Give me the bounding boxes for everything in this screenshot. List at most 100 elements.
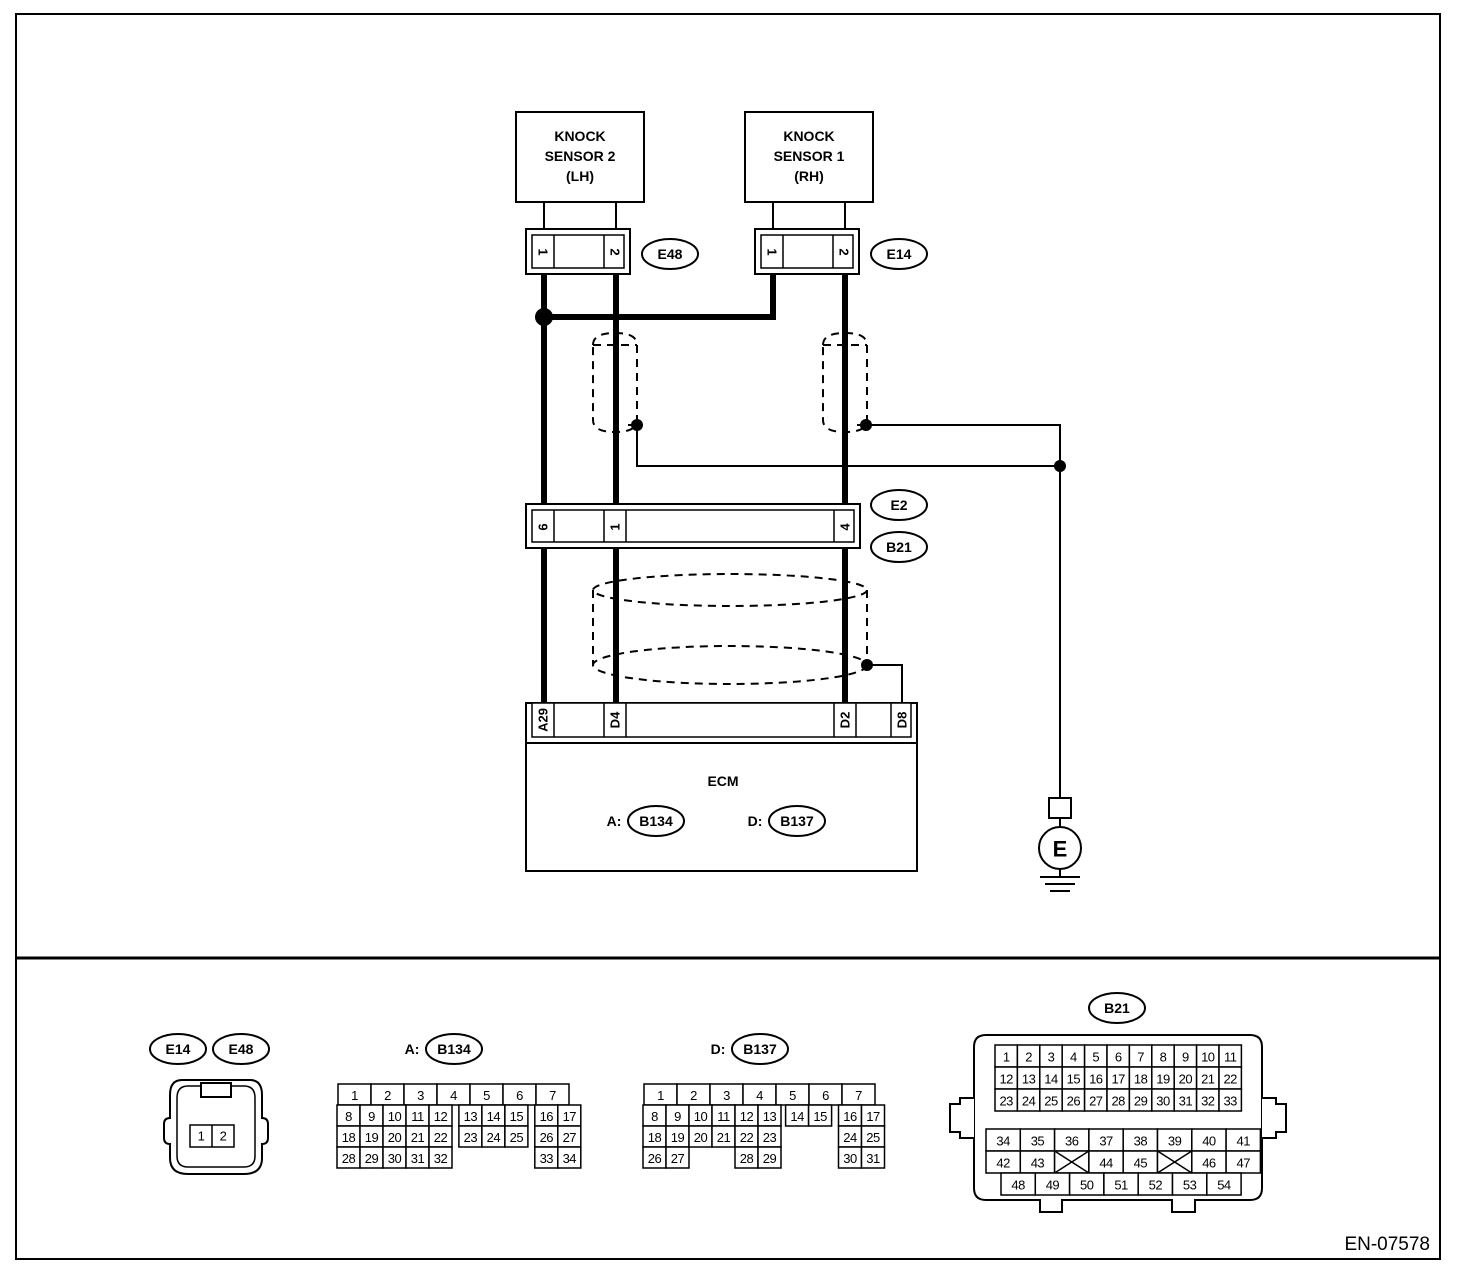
e14-face-pin-2: 2 bbox=[220, 1129, 227, 1144]
b21-pin-3: 3 bbox=[1048, 1050, 1055, 1065]
ecm-conn-a-prefix: A: bbox=[607, 813, 622, 829]
b137-pin-3: 3 bbox=[723, 1088, 730, 1103]
b21-pin-26: 26 bbox=[1067, 1094, 1081, 1109]
b137-pin-31-cell bbox=[860, 1146, 886, 1169]
shield-wire-1 bbox=[866, 424, 1061, 798]
ecm-title: ECM bbox=[707, 773, 738, 789]
b134-pin-17: 17 bbox=[563, 1109, 577, 1124]
b137-pin-31: 31 bbox=[866, 1151, 880, 1166]
b21-pin-1: 1 bbox=[1003, 1050, 1010, 1065]
b134-pin-21: 21 bbox=[411, 1130, 425, 1145]
connector-e2-b21[interactable]: 6 1 4 bbox=[525, 503, 861, 549]
b134-pin-13: 13 bbox=[464, 1109, 478, 1124]
junction-dot-bundle bbox=[861, 659, 873, 671]
b21-pin-38: 38 bbox=[1134, 1134, 1148, 1149]
e48-pin-2: 2 bbox=[608, 248, 623, 255]
b137-pin-9: 9 bbox=[674, 1109, 681, 1124]
b21-pin-16: 16 bbox=[1089, 1072, 1103, 1087]
b137-pin-29-cell bbox=[757, 1146, 782, 1169]
bottom-e14-label: E14 bbox=[166, 1041, 191, 1057]
ecm-pin-d2: D2 bbox=[838, 712, 853, 729]
ground-symbol: E bbox=[1038, 797, 1082, 892]
b134-pin-25-cell bbox=[504, 1125, 529, 1148]
b21-pin-47-cell bbox=[1225, 1150, 1262, 1174]
b21-pin-14: 14 bbox=[1044, 1072, 1058, 1087]
b21-pin-36: 36 bbox=[1065, 1134, 1079, 1149]
shield-bundle-top bbox=[592, 573, 868, 607]
b134-pin-2: 2 bbox=[384, 1088, 391, 1103]
b21-pin-32: 32 bbox=[1201, 1094, 1215, 1109]
b21-pin-15: 15 bbox=[1067, 1072, 1081, 1087]
b134-pin-34-cell bbox=[557, 1146, 582, 1169]
b134-label: B134 bbox=[437, 1041, 471, 1057]
b21-pin-7: 7 bbox=[1137, 1050, 1144, 1065]
b21-pin-27: 27 bbox=[1089, 1094, 1103, 1109]
b134-pin-33: 33 bbox=[540, 1151, 554, 1166]
b21-pin-5: 5 bbox=[1092, 1050, 1099, 1065]
b137-pin-2: 2 bbox=[690, 1088, 697, 1103]
b137-pin-27-cell bbox=[665, 1146, 690, 1169]
b134-pin-4: 4 bbox=[450, 1088, 457, 1103]
knock-sensor-2-box[interactable]: KNOCK SENSOR 2 (LH) bbox=[515, 111, 645, 203]
b21-pin-30: 30 bbox=[1156, 1094, 1170, 1109]
ecm-box[interactable]: A29 D4 D2 D8 ECM A: B134 D: B137 bbox=[525, 702, 918, 872]
b137-pin-21: 21 bbox=[717, 1130, 731, 1145]
shield-wire-ecm-d8 bbox=[867, 664, 903, 703]
b21-pin-54: 54 bbox=[1217, 1178, 1231, 1193]
b134-pin-26: 26 bbox=[540, 1130, 554, 1145]
b21-pin-25: 25 bbox=[1044, 1094, 1058, 1109]
b134-pin-16: 16 bbox=[540, 1109, 554, 1124]
b134-pin-7: 7 bbox=[549, 1088, 556, 1103]
e14-e48-face[interactable]: E14 E48 1 2 bbox=[149, 1033, 270, 1175]
e14-pin-1: 1 bbox=[765, 248, 780, 255]
b21-pin-51: 51 bbox=[1114, 1178, 1128, 1193]
wires bbox=[541, 274, 1061, 798]
b137-pin-24: 24 bbox=[843, 1130, 857, 1145]
b134-pin-12: 12 bbox=[434, 1109, 448, 1124]
b134-pin-15: 15 bbox=[510, 1109, 524, 1124]
b21-pin-22: 22 bbox=[1223, 1072, 1237, 1087]
b134-prefix: A: bbox=[405, 1041, 420, 1057]
b134-pin-25: 25 bbox=[510, 1130, 524, 1145]
b137-prefix: D: bbox=[711, 1041, 726, 1057]
b137-pin-22: 22 bbox=[740, 1130, 754, 1145]
b134-pin-34: 34 bbox=[563, 1151, 577, 1166]
b21-pin-41: 41 bbox=[1237, 1134, 1251, 1149]
b21-pin-33-cell bbox=[1218, 1088, 1243, 1112]
knock-sensor-1-box[interactable]: KNOCK SENSOR 1 (RH) bbox=[744, 111, 874, 203]
e2-label-oval: E2 bbox=[870, 489, 928, 521]
b134-pin-3: 3 bbox=[417, 1088, 424, 1103]
b134-pin-1: 1 bbox=[351, 1088, 358, 1103]
wire-e14-1-junction bbox=[544, 274, 776, 320]
connector-e14[interactable]: 1 2 bbox=[754, 228, 860, 275]
b137-pin-17: 17 bbox=[866, 1109, 880, 1124]
e14-label: E14 bbox=[887, 246, 912, 262]
b21-pin-44: 44 bbox=[1099, 1156, 1113, 1171]
sensor2-line1: KNOCK bbox=[554, 128, 605, 144]
b137-pin-13: 13 bbox=[763, 1109, 777, 1124]
b137-pin-11: 11 bbox=[717, 1109, 730, 1124]
b21-label-oval: B21 bbox=[870, 531, 928, 563]
b21-pin-24: 24 bbox=[1022, 1094, 1036, 1109]
b21-pin-4: 4 bbox=[1070, 1050, 1077, 1065]
b21-pin-31: 31 bbox=[1179, 1094, 1193, 1109]
b137-pin-10: 10 bbox=[694, 1109, 708, 1124]
b21-pin-21: 21 bbox=[1201, 1072, 1215, 1087]
b21-pin-49: 49 bbox=[1046, 1178, 1060, 1193]
b134-pin-8: 8 bbox=[345, 1109, 352, 1124]
connector-e48[interactable]: 1 2 bbox=[525, 228, 631, 275]
junction-dot-ground bbox=[1054, 460, 1066, 472]
junction-dot-shield1 bbox=[860, 419, 872, 431]
e2-pin-1: 1 bbox=[608, 523, 623, 530]
b137-pin-23: 23 bbox=[763, 1130, 777, 1145]
b21-pin-37: 37 bbox=[1099, 1134, 1113, 1149]
b21-pin-28: 28 bbox=[1111, 1094, 1125, 1109]
e48-label-oval: E48 bbox=[641, 238, 699, 270]
e48-pin-1: 1 bbox=[536, 248, 551, 255]
b21-pin-48: 48 bbox=[1011, 1178, 1025, 1193]
e14-label-oval: E14 bbox=[870, 238, 928, 270]
